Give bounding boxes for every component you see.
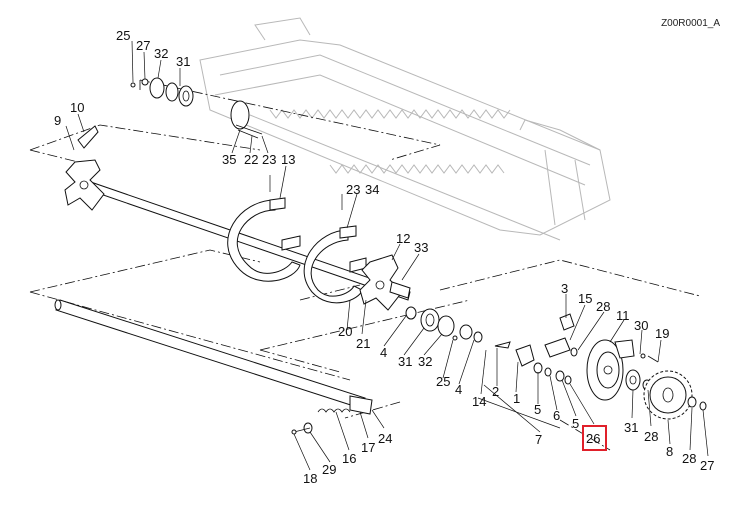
part-label: 9 [54,113,61,128]
part-label: 32 [418,354,432,369]
part-label: 4 [380,345,387,360]
part-label: 16 [342,451,356,466]
part-label: 31 [176,54,190,69]
part-label: 27 [136,38,150,53]
lower-tube [54,299,373,415]
part-label: 22 [244,152,258,167]
part-label: 3 [561,281,568,296]
part-label: 14 [472,394,486,409]
part-label: 28 [682,451,696,466]
part-label: 11 [616,308,630,323]
part-label: 23 [262,152,276,167]
part-label: 29 [322,462,336,477]
drive-housing [586,339,659,401]
part-label: 28 [596,299,610,314]
part-label: 17 [361,440,375,455]
part-label: 1 [513,391,520,406]
spring-bolt [291,408,351,435]
part-label: 15 [578,291,592,306]
part-label: 25 [436,374,450,389]
part-label: 30 [634,318,648,333]
part-label: 33 [414,240,428,255]
part-label: 7 [535,432,542,447]
part-label: 10 [70,100,84,115]
top-bearing-set [130,77,194,107]
part-labels: 25 27 32 31 10 9 35 22 23 13 23 34 12 33… [54,28,714,486]
part-label: 19 [655,326,669,341]
spring-clip [77,125,99,149]
part-label: 24 [378,431,392,446]
flange-plate [230,100,263,139]
part-label: 23 [346,182,360,197]
sprocket-set [625,369,707,420]
part-label: 34 [365,182,379,197]
ghost-frame [199,17,611,241]
part-label: 13 [281,152,295,167]
drive-small-parts [494,313,578,385]
part-label: 28 [644,429,658,444]
leader-lines [65,40,709,471]
part-label: 32 [154,46,168,61]
middle-bearing-set [405,306,483,343]
part-label: 6 [553,408,560,423]
u-paddle-left [227,197,301,282]
part-label: 5 [572,416,579,431]
part-label: 26 [586,431,600,446]
main-shaft [82,179,411,301]
part-label: 5 [534,402,541,417]
part-label: 20 [338,324,352,339]
right-star-plate [359,254,411,311]
left-star-plate [64,159,105,211]
part-label: 12 [396,231,410,246]
part-label: 25 [116,28,130,43]
part-label: 31 [624,420,638,435]
part-label: 4 [455,382,462,397]
drawing-code: Z00R0001_A [661,18,720,29]
part-label: 8 [666,444,673,459]
highlight-box-26 [582,425,607,451]
part-label: 18 [303,471,317,486]
part-label: 2 [492,384,499,399]
part-label: 21 [356,336,370,351]
part-label: 35 [222,152,236,167]
part-label: 31 [398,354,412,369]
part-label: 27 [700,458,714,473]
assembly-lines [29,79,701,451]
